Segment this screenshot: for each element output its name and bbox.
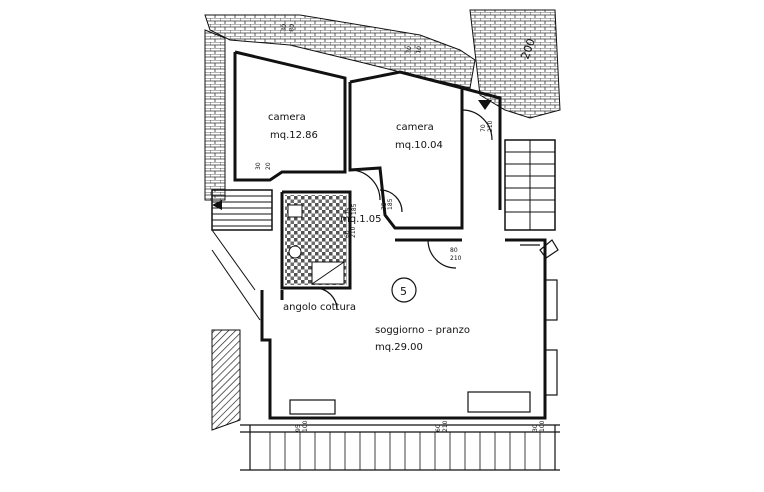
dimension-label: 210 [350,226,357,238]
dimension-label: 30 [280,23,288,32]
dimension-label: 30 [405,45,413,54]
exterior-wall-top [204,9,561,201]
dimension-label: 60 [344,230,351,238]
hatched-area [211,329,241,431]
dimension-label: 30 [532,424,539,432]
dimension-label: 210 [450,255,462,262]
unit-number-badge: 5 [391,277,417,303]
unit-number: 5 [400,285,407,298]
dimension-labels: 30 80 30 10 30 20 75 185 75 185 60 210 7… [255,23,546,432]
dimension-label: 80 [288,23,296,32]
room-area-camera-left: mq.12.86 [270,130,318,141]
dimension-label: 185 [351,203,358,215]
dimension-label: 100 [302,420,309,432]
dimension-label: 185 [387,198,394,210]
dimension-label: 30 [255,162,262,170]
right-side-elements [520,239,559,396]
walls [233,50,547,420]
dimension-label: 100 [539,420,546,432]
room-name-soggiorno: soggiorno – pranzo [375,325,470,336]
dimension-label: 95 [295,424,302,432]
dimension-label: 60 [435,424,442,432]
door-swings [314,109,493,311]
room-area-camera-right: mq.10.04 [395,140,443,151]
dimension-label: 210 [487,120,494,132]
dimension-label: 10 [415,45,423,54]
dimension-label: 210 [442,420,449,432]
room-area-bath: mq.1.05 [340,214,382,225]
bottom-balcony-rail [269,432,541,470]
dimension-label: 75 [345,207,352,215]
bath-fixtures [287,204,345,285]
room-name-camera-left: camera [268,112,306,123]
right-staircase [478,100,556,231]
bottom-windows [240,391,560,471]
room-area-soggiorno: mq.29.00 [375,342,423,353]
room-name-camera-right: camera [396,122,434,133]
left-staircase [211,189,273,321]
dimension-label: 20 [265,162,272,170]
dimension-label: 70 [480,124,487,132]
room-name-angolo-cottura: angolo cottura [283,302,356,313]
dimension-label: 80 [450,247,458,254]
dimension-label: 75 [381,202,388,210]
